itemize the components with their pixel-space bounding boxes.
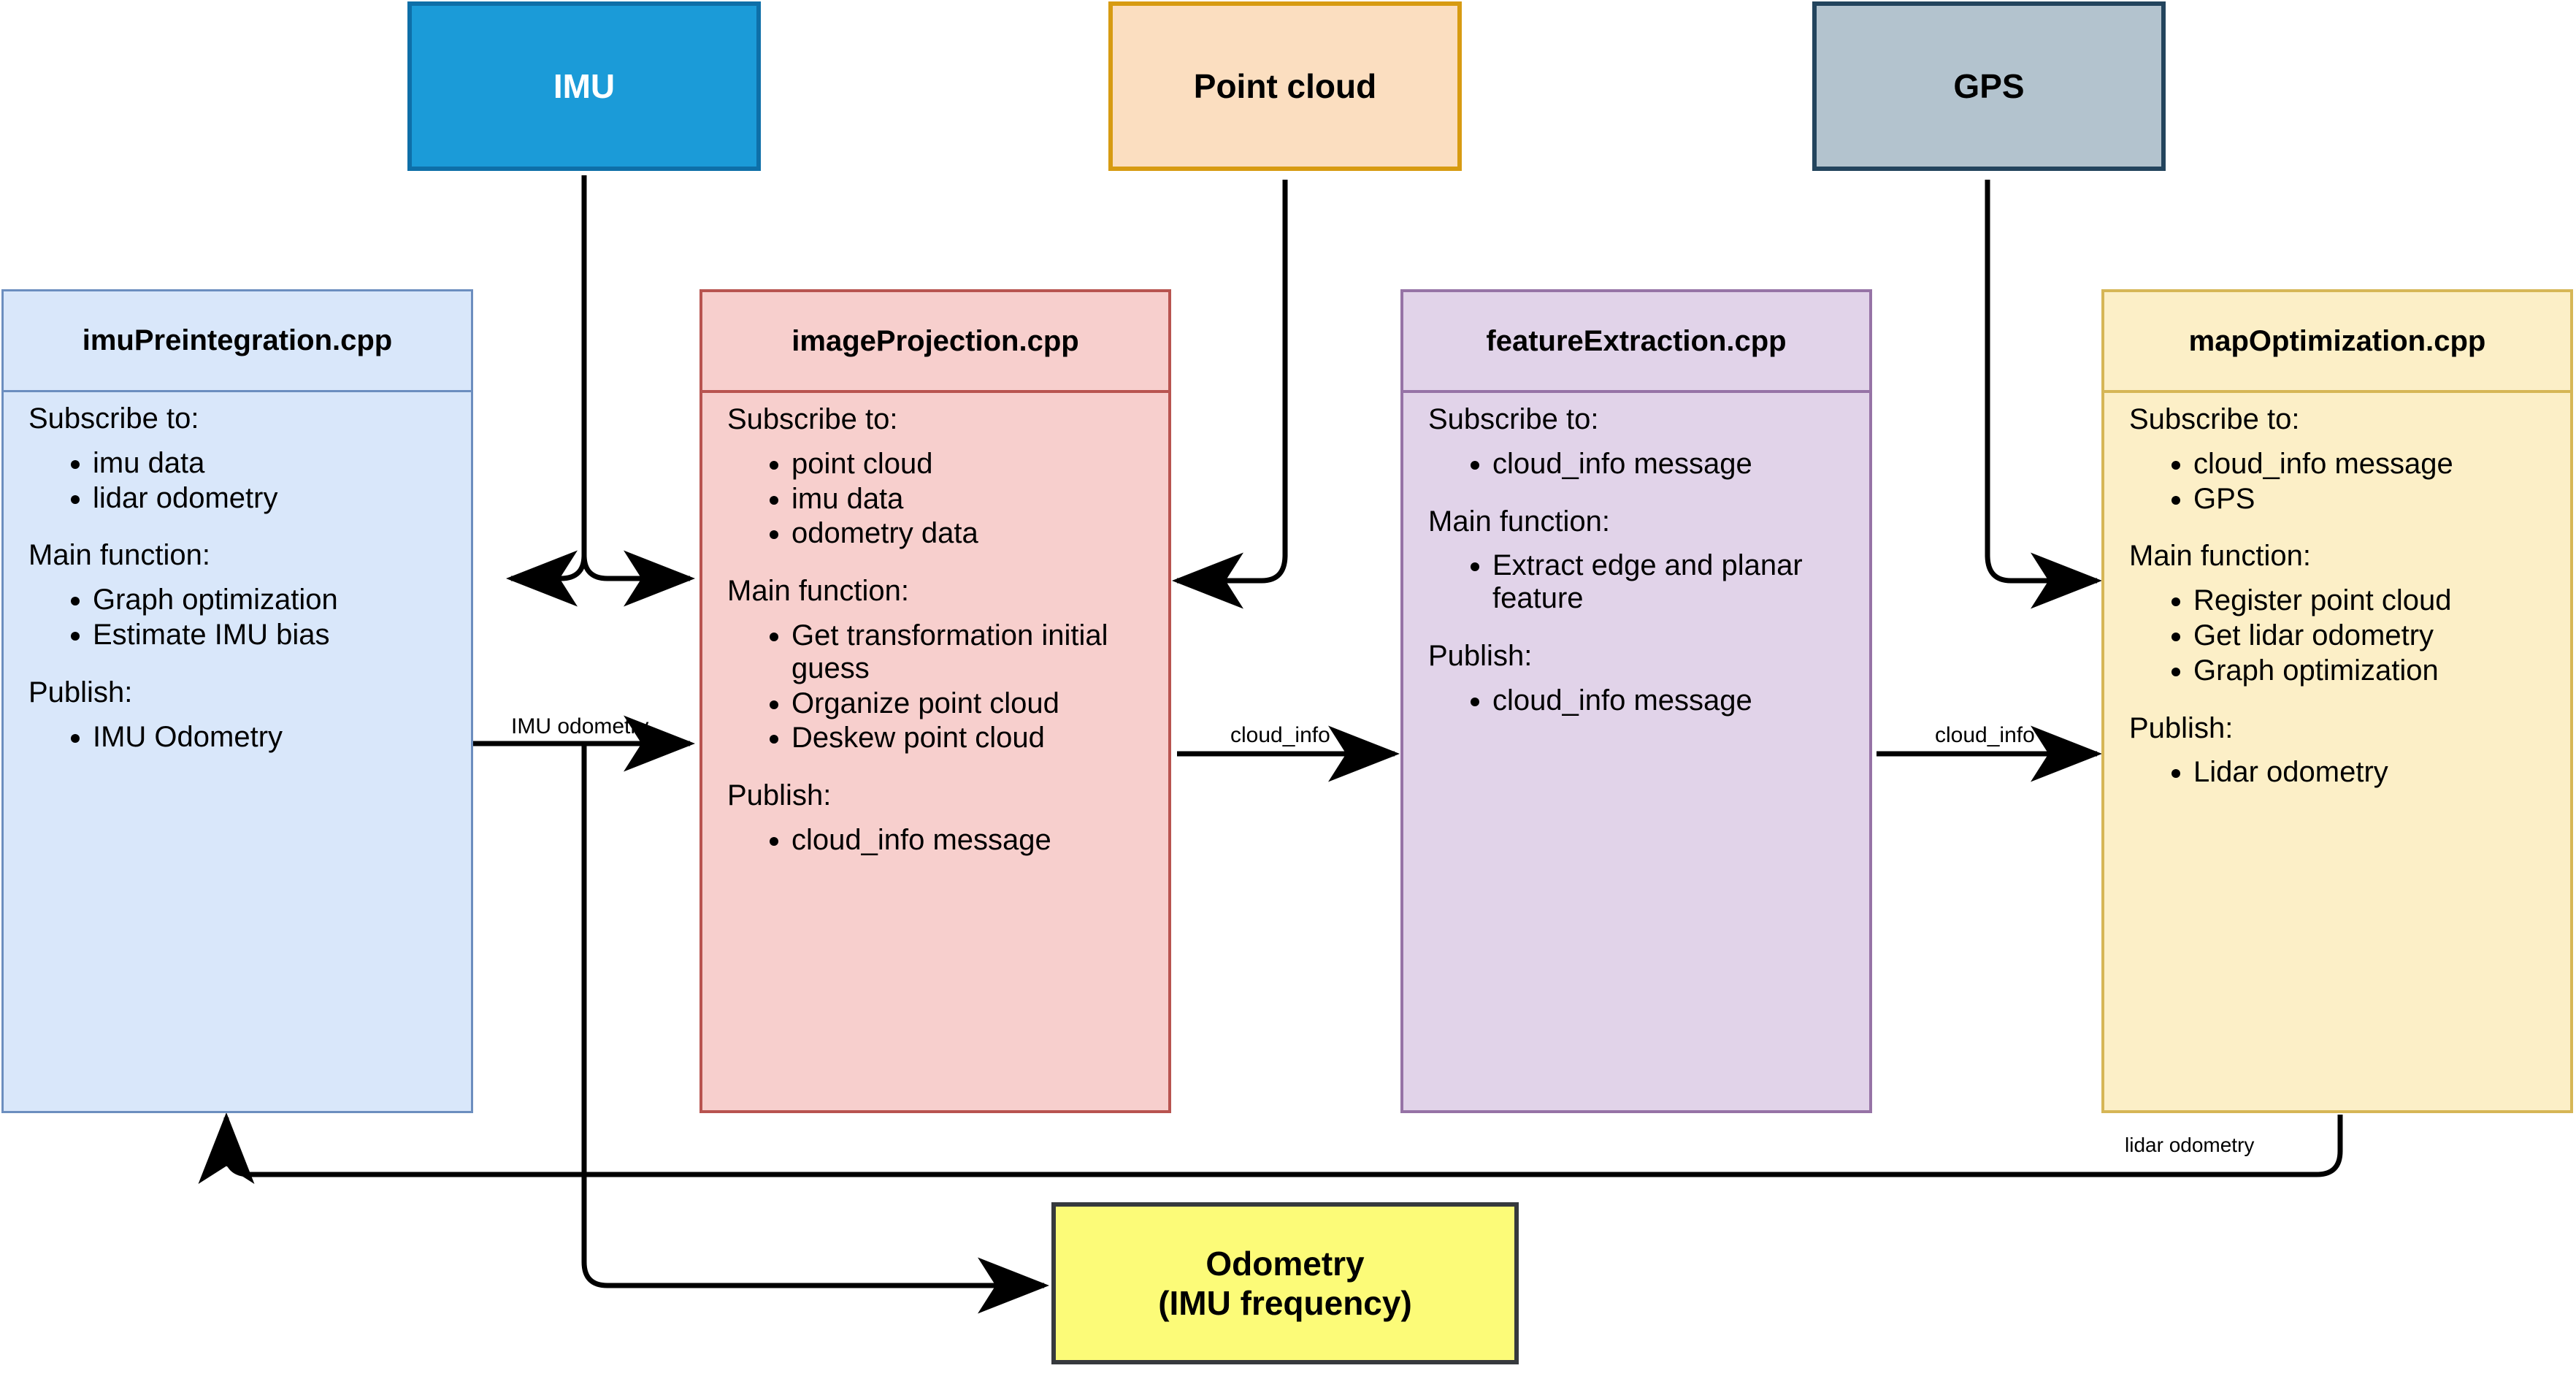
section-list: cloud_info message: [710, 824, 1164, 857]
list-item: odometry data: [791, 517, 1164, 550]
module-body-image-projection: Subscribe to: point cloud imu data odome…: [702, 393, 1168, 1110]
module-card-imu-preintegration[interactable]: imuPreintegration.cpp Subscribe to: imu …: [1, 289, 473, 1113]
section-list: cloud_info message: [1411, 684, 1865, 717]
section-list: cloud_info message: [1411, 448, 1865, 481]
section-list: cloud_info message GPS: [2112, 448, 2566, 516]
list-item: Get lidar odometry: [2193, 619, 2566, 652]
list-item: Deskew point cloud: [791, 722, 1164, 755]
section-heading: Publish:: [1428, 639, 1533, 672]
section-list: Extract edge and planar feature: [1411, 549, 1865, 615]
source-node-gps[interactable]: GPS: [1812, 1, 2166, 171]
source-node-point-cloud-label: Point cloud: [1193, 67, 1377, 105]
wire-gps-to-mapoptimization: [1985, 180, 2102, 609]
list-item: IMU Odometry: [93, 721, 467, 754]
module-title-imu-preintegration: imuPreintegration.cpp: [4, 291, 471, 392]
list-item: lidar odometry: [93, 482, 467, 515]
list-item: Estimate IMU bias: [93, 619, 467, 652]
section-list: Graph optimization Estimate IMU bias: [11, 584, 467, 652]
section-heading: Main function:: [1428, 505, 1611, 538]
module-card-image-projection[interactable]: imageProjection.cpp Subscribe to: point …: [699, 289, 1171, 1113]
section-heading: Subscribe to:: [727, 403, 898, 435]
wire-pointcloud-to-imageprojection: [1172, 180, 1288, 609]
section-heading: Subscribe to:: [2129, 403, 2300, 435]
list-item: imu data: [93, 447, 467, 480]
output-node-odometry[interactable]: Odometry (IMU frequency): [1051, 1202, 1519, 1364]
edge-label-imu-odometry: IMU odometry: [511, 714, 649, 738]
section-heading: Publish:: [727, 779, 832, 812]
section-list: Get transformation initial guess Organiz…: [710, 619, 1164, 755]
list-item: Graph optimization: [93, 584, 467, 616]
section-heading: Publish:: [2129, 711, 2234, 744]
list-item: cloud_info message: [1492, 684, 1865, 717]
module-body-feature-extraction: Subscribe to: cloud_info message Main fu…: [1403, 393, 1869, 1110]
wire-lidarodometry-feedback: [198, 1112, 2343, 1184]
section-list: Register point cloud Get lidar odometry …: [2112, 584, 2566, 687]
output-node-odometry-line2: (IMU frequency): [1158, 1284, 1412, 1322]
list-item: cloud_info message: [791, 824, 1164, 857]
section-list: point cloud imu data odometry data: [710, 448, 1164, 550]
module-title-image-projection: imageProjection.cpp: [702, 292, 1168, 393]
module-card-feature-extraction[interactable]: featureExtraction.cpp Subscribe to: clou…: [1400, 289, 1872, 1113]
section-list: imu data lidar odometry: [11, 447, 467, 515]
module-card-map-optimization[interactable]: mapOptimization.cpp Subscribe to: cloud_…: [2101, 289, 2573, 1113]
list-item: cloud_info message: [1492, 448, 1865, 481]
section-heading: Subscribe to:: [28, 402, 199, 435]
module-body-map-optimization: Subscribe to: cloud_info message GPS Mai…: [2104, 393, 2570, 1110]
list-item: Register point cloud: [2193, 584, 2566, 617]
list-item: Get transformation initial guess: [791, 619, 1164, 685]
section-heading: Subscribe to:: [1428, 403, 1599, 435]
source-node-gps-label: GPS: [1953, 67, 2025, 105]
module-body-imu-preintegration: Subscribe to: imu data lidar odometry Ma…: [4, 392, 471, 1111]
output-node-odometry-text: Odometry (IMU frequency): [1158, 1244, 1412, 1323]
list-item: Graph optimization: [2193, 654, 2566, 687]
module-title-feature-extraction: featureExtraction.cpp: [1403, 292, 1869, 393]
list-item: imu data: [791, 483, 1164, 516]
list-item: Organize point cloud: [791, 687, 1164, 720]
wire-imu-to-imupreintegration: [506, 175, 587, 607]
wire-imu-to-imageprojection: [581, 175, 695, 607]
section-heading: Main function:: [28, 539, 211, 572]
edge-label-cloud-info-1: cloud_info: [1230, 723, 1330, 747]
source-node-imu-label: IMU: [553, 67, 616, 105]
edge-label-cloud-info-2: cloud_info: [1935, 723, 2035, 747]
list-item: GPS: [2193, 483, 2566, 516]
list-item: Extract edge and planar feature: [1492, 549, 1865, 615]
wire-imuodometry-to-odometry: [581, 744, 1049, 1314]
list-item: Lidar odometry: [2193, 756, 2566, 789]
source-node-imu[interactable]: IMU: [407, 1, 761, 171]
section-list: Lidar odometry: [2112, 756, 2566, 789]
section-heading: Main function:: [2129, 540, 2312, 573]
list-item: cloud_info message: [2193, 448, 2566, 481]
edge-label-lidar-odometry: lidar odometry: [2125, 1134, 2255, 1156]
module-title-map-optimization: mapOptimization.cpp: [2104, 292, 2570, 393]
section-heading: Main function:: [727, 575, 910, 608]
output-node-odometry-line1: Odometry: [1205, 1244, 1365, 1283]
section-heading: Publish:: [28, 676, 133, 708]
list-item: point cloud: [791, 448, 1164, 481]
section-list: IMU Odometry: [11, 721, 467, 754]
source-node-point-cloud[interactable]: Point cloud: [1108, 1, 1462, 171]
